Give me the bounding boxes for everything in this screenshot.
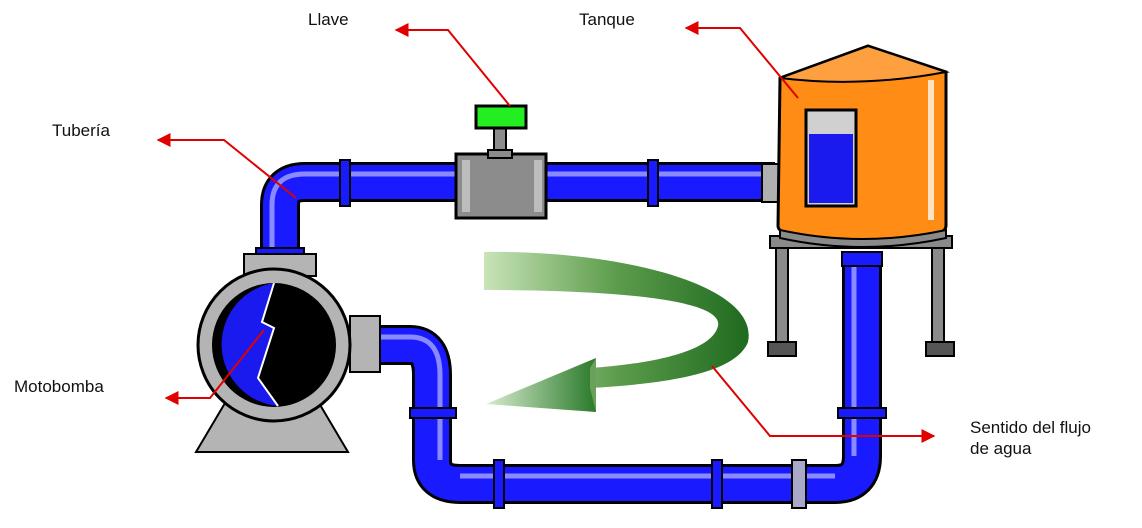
valve	[454, 104, 548, 220]
label-flow-line1: Sentido del flujo	[970, 418, 1091, 437]
tank-outlet	[841, 251, 883, 267]
label-pipe: Tubería	[52, 121, 110, 140]
pipe-network	[260, 162, 882, 504]
valve-handle	[474, 104, 528, 130]
valve-leader	[394, 23, 511, 107]
tank	[776, 44, 950, 248]
label-pump: Motobomba	[14, 377, 104, 396]
tank-water	[809, 134, 853, 203]
label-flow-line2: de agua	[970, 439, 1032, 458]
leader-lines	[156, 21, 936, 443]
flow-leader	[711, 365, 936, 443]
label-valve: Llave	[308, 10, 349, 29]
tank-leader	[684, 21, 799, 99]
pump-leader	[164, 329, 265, 405]
label-flow: Sentido del flujo de agua	[970, 417, 1140, 459]
pipe-leader	[156, 133, 297, 199]
motor-pump	[194, 253, 381, 453]
label-tank: Tanque	[579, 10, 635, 29]
flow-direction-arrow	[484, 251, 749, 412]
